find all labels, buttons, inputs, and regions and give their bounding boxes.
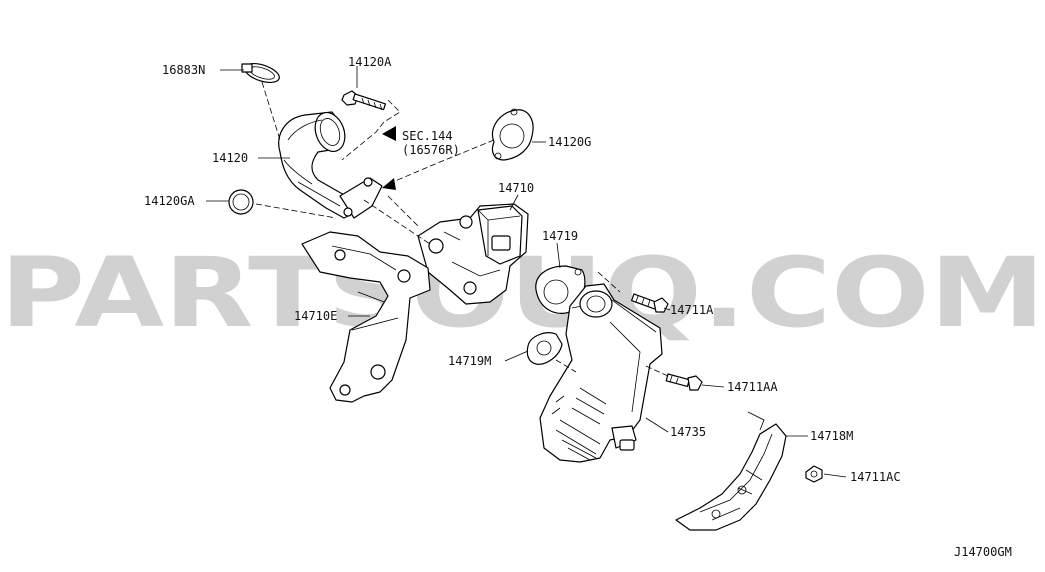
label-14120ga: 14120GA [144, 194, 195, 208]
label-14719: 14719 [542, 229, 578, 243]
bolt-14120a-part[interactable] [341, 90, 387, 111]
label-14711a: 14711A [670, 303, 714, 317]
label-sec-16576r: (16576R) [402, 143, 460, 157]
nut-14711ac-part[interactable] [805, 465, 823, 483]
label-14711ac: 14711AC [850, 470, 901, 484]
egr-tube-14120-part[interactable] [278, 108, 383, 219]
label-14120: 14120 [212, 151, 248, 165]
label-sec-144: SEC.144 [402, 129, 453, 143]
gasket-14719m-part[interactable] [526, 332, 563, 365]
bolt-14711a-part[interactable] [631, 293, 669, 313]
label-14719m: 14719M [448, 354, 491, 368]
label-14735: 14735 [670, 425, 706, 439]
sec-arrows [341, 99, 495, 190]
label-14718m: 14718M [810, 429, 853, 443]
label-14710e: 14710E [294, 309, 337, 323]
label-14120g: 14120G [548, 135, 591, 149]
diagram-code: J14700GM [954, 545, 1012, 559]
label-14711aa: 14711AA [727, 380, 778, 394]
gasket-14120ga-part[interactable] [228, 189, 254, 215]
label-16883n: 16883N [162, 63, 205, 77]
gasket-14120g-part[interactable] [491, 108, 534, 161]
label-14120a: 14120A [348, 55, 392, 69]
egr-valve-14710-part[interactable] [417, 203, 529, 305]
leader-lines [206, 66, 847, 478]
label-14710: 14710 [498, 181, 534, 195]
egr-cooler-14735-part[interactable] [539, 283, 663, 463]
bolt-14711aa-part[interactable] [665, 373, 703, 391]
clamp-16883n-part[interactable] [241, 60, 282, 86]
bracket-14710e-part[interactable] [301, 231, 431, 403]
